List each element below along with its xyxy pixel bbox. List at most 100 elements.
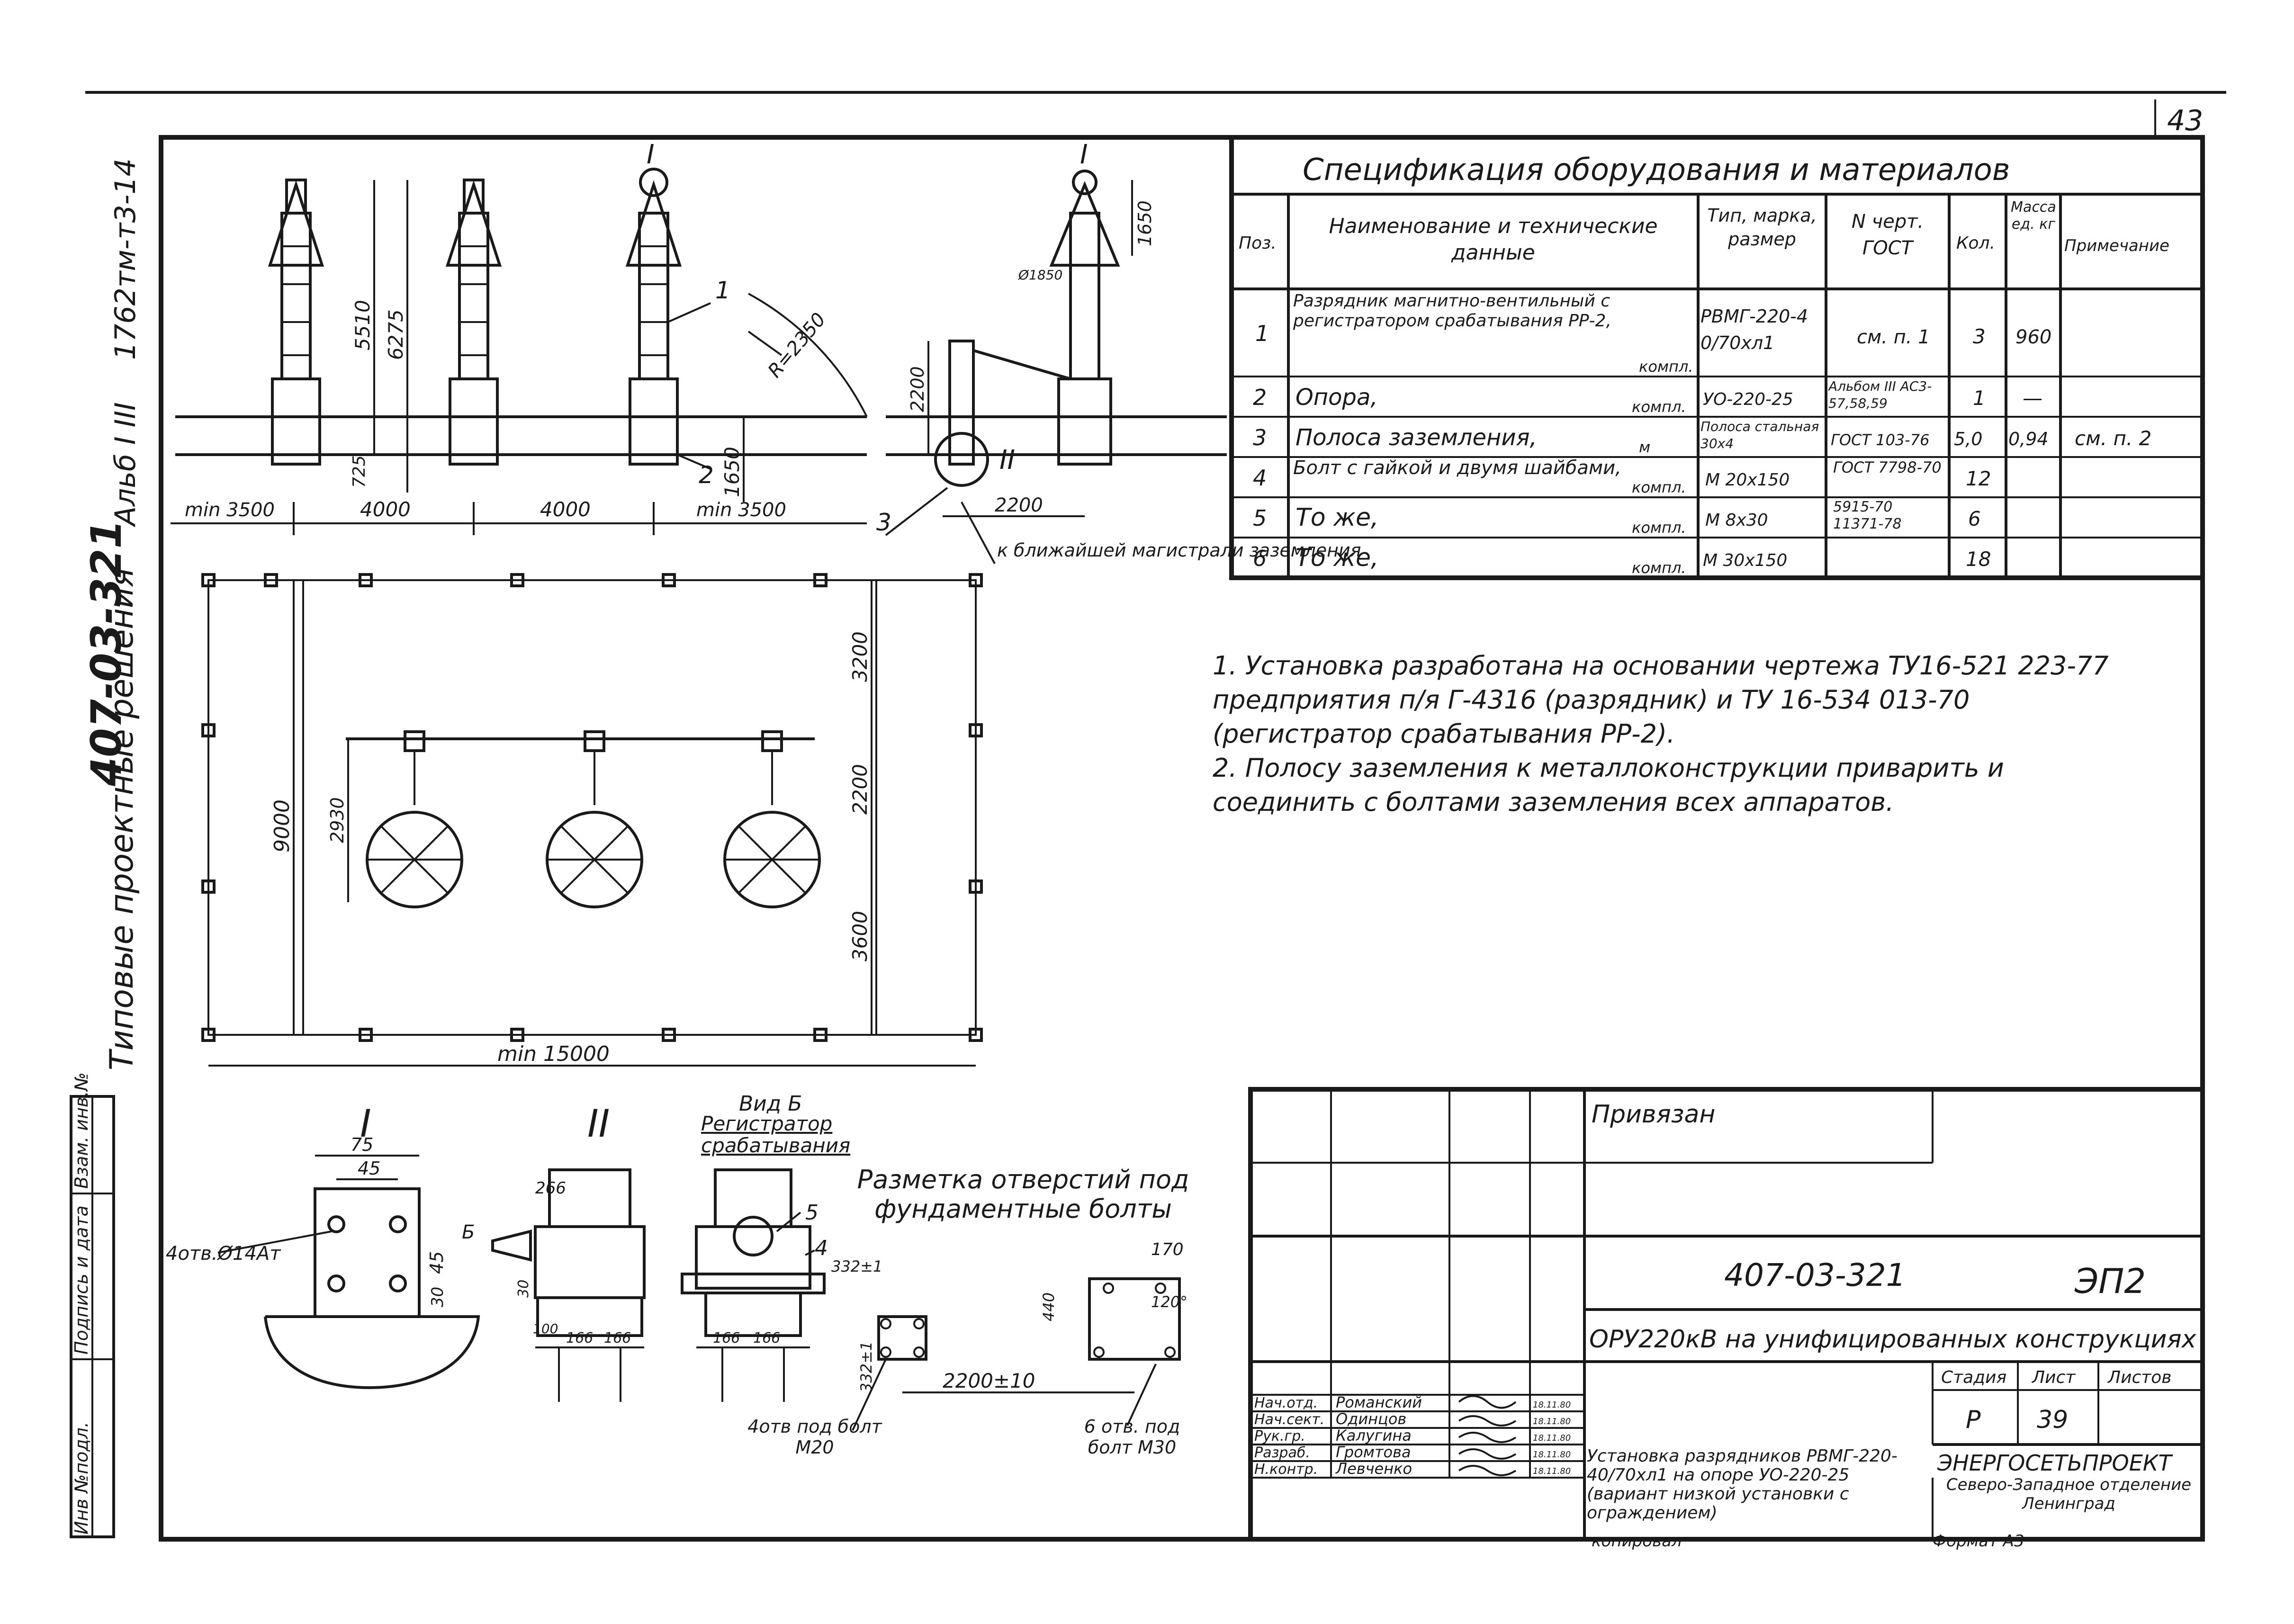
spec-cell-pos: 4 [1253,465,1267,491]
spec-header-note: Примечание [2064,236,2169,255]
title-block: Привязан 407-03-321 ЭП2 ОРУ220кВ на униф… [1248,1087,2205,1551]
spec-cell-note: см. п. 2 [2075,427,2151,450]
album-code: 1762тм-т3-14 [109,158,142,360]
note-1: 1. Установка разработана на основании че… [1213,651,2109,749]
bolt-m30-note: 6 отв. под болт М30 [1084,1416,1180,1458]
spec-cell-qty: 3 [1973,325,1986,348]
spec-row: 1 Разрядник магнитно-вентильный с регист… [1255,291,2051,376]
spec-cell-pos: 2 [1253,385,1267,410]
bolt-dim-332-top: 332±1 [831,1257,882,1275]
spec-cell-pos: 6 [1253,546,1267,571]
plan-view: 3200 2200 3600 9000 2930 min 15000 [201,573,983,1067]
spec-title: Спецификация оборудования и материалов [1303,153,2010,188]
dim-1650: 1650 [720,447,744,497]
note-2: 2. Полосу заземления к металлоконструкци… [1213,753,2004,817]
spec-cell-qty: 18 [1966,547,1991,571]
tb-role: Нач.отд. [1254,1395,1318,1411]
view-B-dim-166-a: 166 [713,1330,740,1346]
spec-cell-type: Полоса стальная 30х4 [1700,419,1819,451]
detail-I: I 75 45 45 30 4отв.Ø14Ат Б [166,1102,480,1390]
side-stamp-sign: Подпись и дата [71,1205,92,1355]
tb-copied: копировал [1592,1532,1682,1551]
detail-I-dim-45-top: 45 [358,1158,380,1179]
spec-header-gost-box: N черт. ГОСТ [1851,211,1924,259]
bolt-dim-120: 120° [1151,1293,1187,1311]
spec-row: 6 То же, компл. М 30х150 18 [1253,544,1991,577]
tb-sheet-code: ЭП2 [2074,1261,2146,1301]
spec-cell-unit: компл. [1632,478,1686,496]
tb-org: ЭНЕРГОСЕТЬПРОЕКТ [1937,1450,2173,1476]
spec-row: 5 То же, компл. М 8х30 5915-70 11371-78 … [1253,499,1981,537]
arrester-side-view [934,170,1120,487]
spec-header-qty: Кол. [1956,233,1995,253]
bolt-marking-title: Разметка отверстий под фундаментные болт… [857,1165,1189,1224]
spec-cell-unit: м [1639,438,1650,456]
spec-cell-name: То же, [1295,503,1378,532]
dim-radius: R=2350 [764,309,830,382]
tb-date: 18.11.80 [1533,1433,1571,1443]
dim-min3500-left: min 3500 [185,499,275,521]
spec-cell-pos: 5 [1253,505,1267,531]
album-label: Альб I III [109,402,142,528]
spec-cell-pos: 3 [1253,425,1267,450]
spec-cell-name: Опора, [1295,384,1378,411]
spec-header-mass: Масса ед. кг [2011,199,2056,233]
project-number: 407-03-321 [82,520,131,787]
signature-scribble [1458,1448,1517,1460]
spec-header-type-box: Тип, марка, размер [1707,205,1817,250]
spec-cell-qty: 12 [1966,467,1991,490]
tb-name: Левченко [1335,1460,1412,1478]
spec-cell-name: Полоса заземления, [1295,424,1537,451]
spec-row: 3 Полоса заземления, м Полоса стальная 3… [1253,419,2151,456]
plan-dim-2930: 2930 [327,797,348,843]
view-B-mark-4: 4 [815,1236,828,1260]
plan-dim-2200: 2200 [848,764,872,815]
tb-sheet-label: Лист [2031,1368,2076,1387]
dim-diameter: Ø1850 [1018,267,1062,283]
spec-cell-unit: компл. [1632,398,1686,416]
spec-cell-qty: 1 [1973,386,1986,410]
page-number: 43 [2167,104,2203,137]
tb-code: 407-03-321 [1724,1257,1906,1293]
tb-name: Романский [1336,1393,1422,1411]
spec-cell-unit: компл. [1639,358,1693,376]
fence-outline [207,579,977,1036]
spec-cell-gost: ГОСТ 7798-70 [1833,458,1942,476]
tb-signatures: Нач.отд. Романский 18.11.80 Нач.сект. Од… [1254,1393,1571,1478]
callout-I-front: I [647,139,655,170]
spec-cell-type: УО-220-25 [1703,390,1793,409]
tb-name: Калугина [1336,1427,1412,1445]
dim-6275: 6275 [384,309,407,360]
detail-II-dim-30: 30 [515,1280,532,1298]
tb-name: Громтова [1336,1443,1411,1461]
detail-II-label: II [587,1102,610,1146]
spec-cell-name: Разрядник магнитно-вентильный с регистра… [1293,291,1611,331]
tb-role: Разраб. [1254,1445,1310,1461]
side-stamp-replace: Взам. инв.№ [71,1072,92,1189]
signature-scribble [1458,1432,1517,1443]
dim-2200: 2200 [907,366,928,412]
spec-cell-name: То же, [1295,544,1378,572]
detail-II: II 266 100 166 166 30 [491,1102,646,1402]
dim-min3500-right: min 3500 [696,499,786,521]
spec-header-mass-box: Масса ед. кг [2011,199,2056,233]
spec-cell-pos: 1 [1255,321,1269,346]
spec-header-gost: N черт. ГОСТ [1851,211,1924,259]
ground-note: к ближайшей магистрали заземления [997,540,1361,561]
spec-row: 2 Опора, компл. УО-220-25 Альбом III АС3… [1253,378,2042,416]
dim-725: 725 [350,455,369,488]
tb-object: ОРУ220кВ на унифицированных конструкциях [1589,1325,2197,1354]
view-B-mark-5: 5 [805,1201,819,1225]
view-B-label: Вид Б [739,1092,802,1116]
callout-I-side: I [1080,139,1088,170]
bolt-dim-332-side: 332±1 [857,1341,875,1392]
view-B-dim-166-b: 166 [753,1330,780,1346]
project-type: Типовые проектные решения [103,568,141,1070]
spec-row: 4 Болт с гайкой и двумя шайбами, компл. … [1253,458,1991,496]
spec-cell-type: М 30х150 [1703,551,1787,570]
tb-date: 18.11.80 [1533,1450,1571,1460]
plan-dim-3200: 3200 [848,631,872,682]
tb-role: Рук.гр. [1254,1428,1305,1445]
spec-cell-unit: компл. [1632,559,1686,577]
